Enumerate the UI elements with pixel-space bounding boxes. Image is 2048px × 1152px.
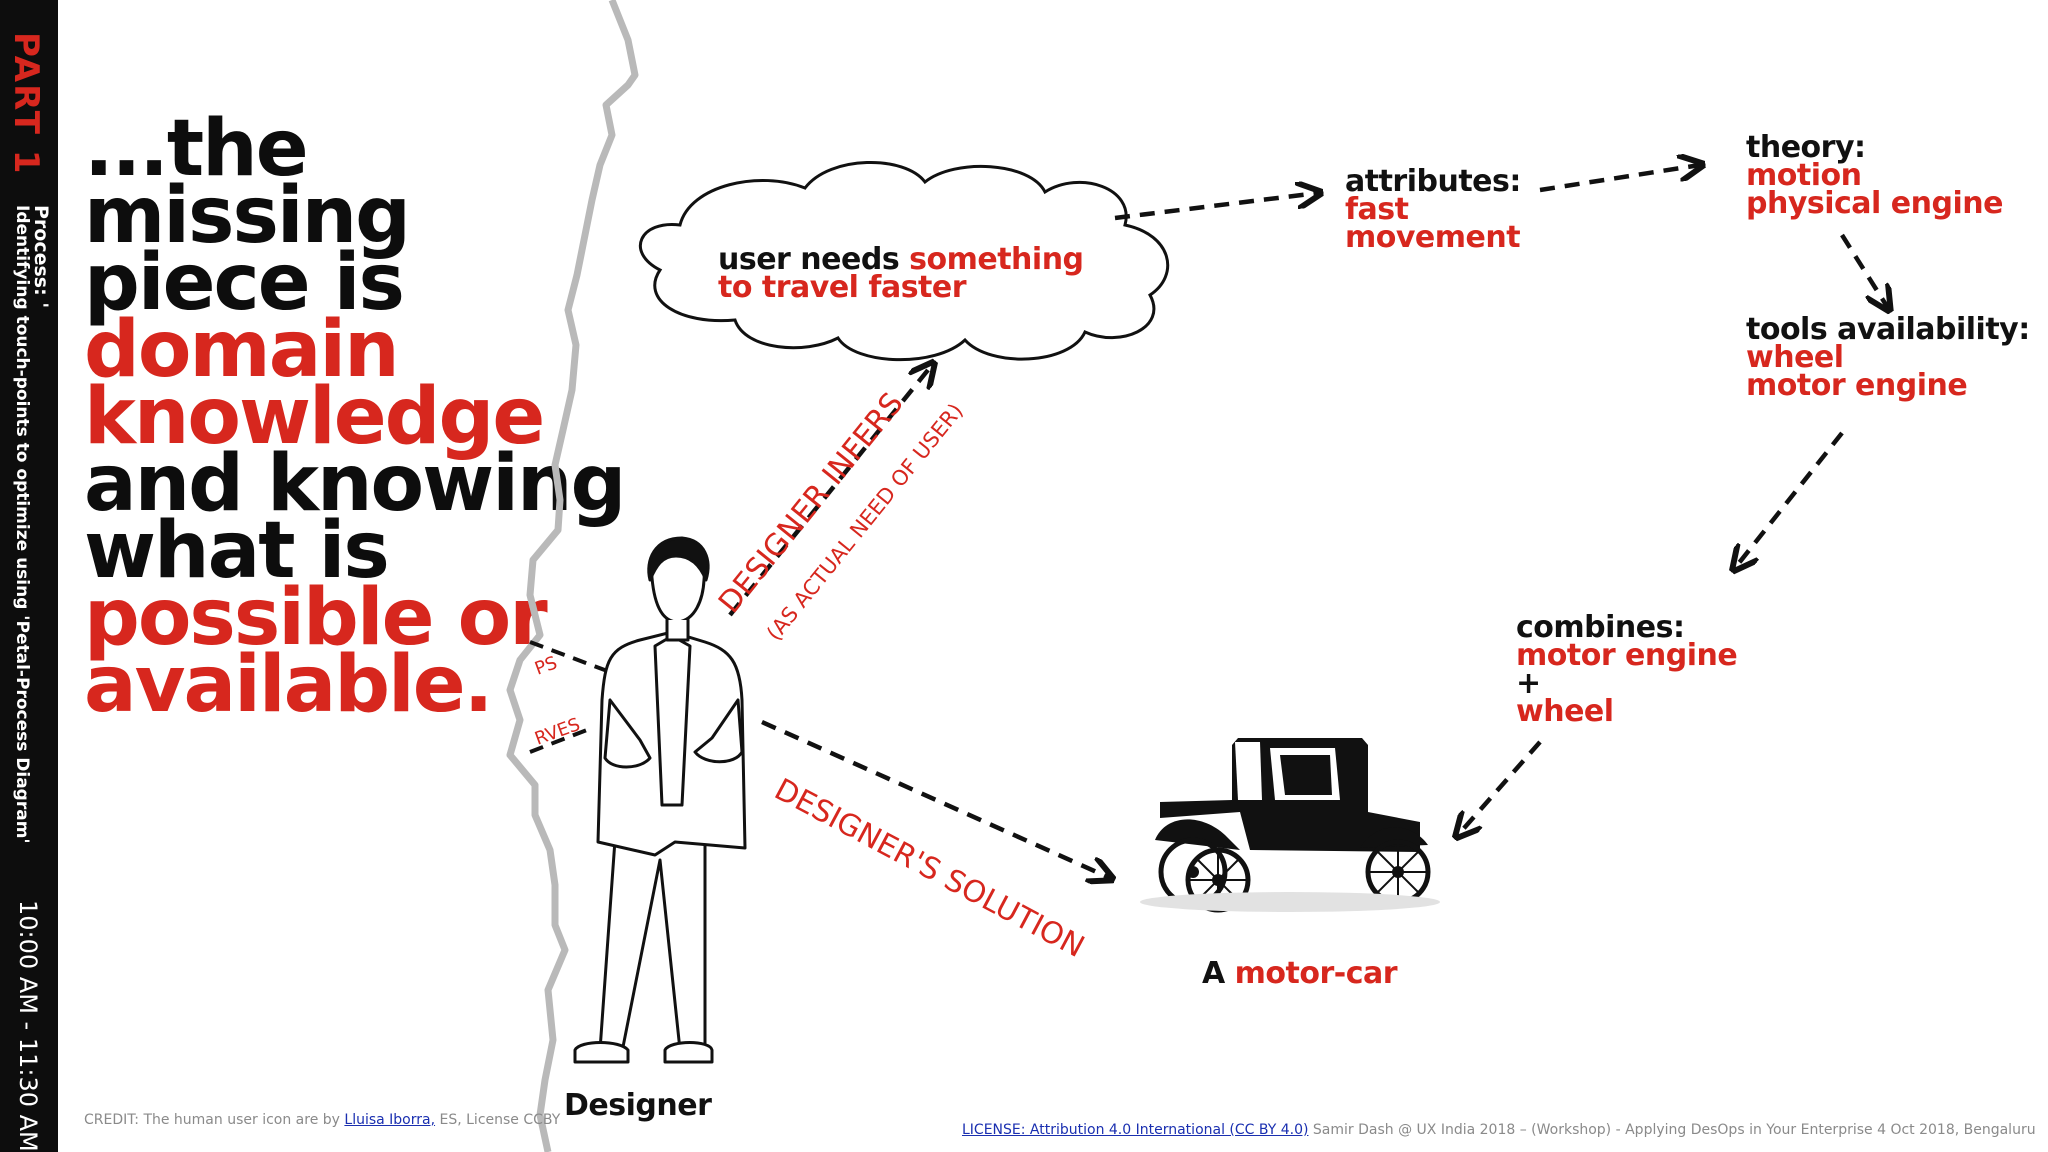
- headline-line: ...the: [84, 104, 309, 194]
- credit-author-link[interactable]: Lluisa Iborra,: [344, 1112, 436, 1128]
- headline-line: what is: [84, 506, 390, 596]
- process-label: Process: ': [30, 205, 52, 309]
- headline-line: piece is: [84, 238, 405, 328]
- cut-arrow-1: [529, 640, 611, 674]
- designer-label: Designer: [564, 1088, 712, 1123]
- arrow-theory-to-tools: [1840, 233, 1888, 308]
- attributes-value: fast: [1345, 192, 1409, 227]
- arrow-attributes-to-theory: [1539, 165, 1700, 193]
- arrow-designer-to-car: [761, 719, 1110, 878]
- cloud-text: user needs: [718, 242, 910, 277]
- combines-value: motor engine: [1516, 638, 1738, 673]
- cloud-text-highlight: to travel faster: [718, 270, 967, 305]
- attributes-value: movement: [1345, 220, 1521, 255]
- headline-line-highlight: domain: [84, 305, 400, 395]
- license-text: Samir Dash @ UX India 2018 – (Workshop) …: [1308, 1122, 2036, 1138]
- license-link[interactable]: LICENSE: Attribution 4.0 International (…: [962, 1122, 1309, 1138]
- credit-line: CREDIT: The human user icon are by Lluis…: [84, 1112, 560, 1128]
- theory-value: physical engine: [1746, 186, 2003, 221]
- cloud-text-highlight: something: [909, 242, 1084, 277]
- cloud-shape: [638, 160, 1170, 362]
- headline-line-highlight: knowledge: [84, 372, 545, 462]
- designer-figure: [573, 536, 747, 1064]
- combines-node: combines: motor engine + wheel: [1516, 610, 1738, 729]
- arrow-combines-to-car: [1458, 740, 1542, 835]
- tools-value: motor engine: [1746, 368, 1968, 403]
- cloud-label: user needs something to travel faster: [718, 245, 1084, 305]
- license-footer: LICENSE: Attribution 4.0 International (…: [962, 1122, 2036, 1138]
- sidebar: PART 1 Process: ' Identifying touch-poin…: [0, 0, 58, 1152]
- theory-value: motion: [1746, 158, 1862, 193]
- arrow-designer-to-cloud: [728, 365, 932, 617]
- tools-value: wheel: [1746, 340, 1844, 375]
- credit-suffix: ES, License CCBY: [435, 1112, 561, 1128]
- attributes-title: attributes:: [1345, 164, 1521, 199]
- arrow-tools-to-combines: [1735, 431, 1844, 568]
- car-label-prefix: A: [1202, 956, 1235, 991]
- tools-title: tools availability:: [1746, 312, 2030, 347]
- part-label: PART 1: [6, 32, 46, 176]
- credit-prefix: CREDIT: The human user icon are by: [84, 1112, 345, 1128]
- headline-line: and knowing: [84, 439, 626, 529]
- process-description: Identifying touch-points to optimize usi…: [12, 205, 32, 844]
- combines-value: wheel: [1516, 694, 1614, 729]
- arrow-cloud-to-attributes: [1114, 193, 1318, 221]
- motor-car-illustration: [1140, 738, 1440, 913]
- headline-line: missing: [84, 171, 411, 261]
- headline-line-highlight: possible or: [84, 573, 548, 663]
- combines-plus: +: [1516, 666, 1541, 701]
- headline-line-highlight: available.: [84, 640, 493, 730]
- theory-node: theory: motion physical engine: [1746, 130, 2003, 221]
- attributes-node: attributes: fast movement: [1345, 164, 1521, 255]
- tools-node: tools availability: wheel motor engine: [1746, 312, 2030, 403]
- theory-title: theory:: [1746, 130, 1866, 165]
- session-time: 10:00 AM - 11:30 AM: [14, 900, 42, 1152]
- car-label-name: motor-car: [1234, 956, 1398, 991]
- torn-paper-edge: [506, 0, 639, 1152]
- cut-arrow-2: [529, 726, 593, 754]
- headline: ...the missing piece is domain knowledge…: [84, 104, 626, 730]
- car-label: A motor-car: [1202, 959, 1398, 989]
- combines-title: combines:: [1516, 610, 1685, 645]
